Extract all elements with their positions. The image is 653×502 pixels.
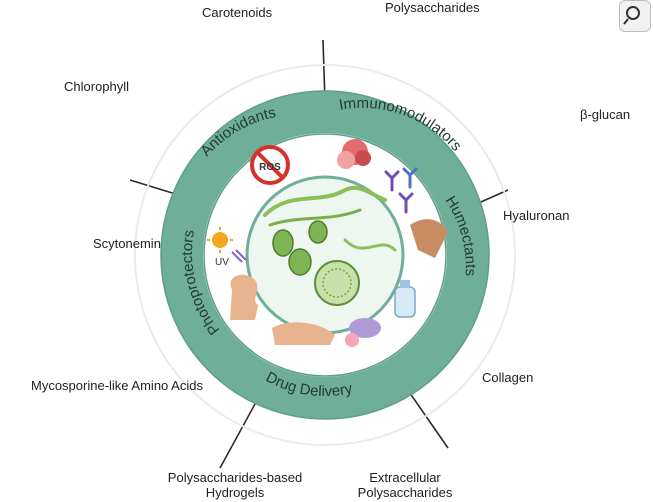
filament-3 <box>343 238 397 252</box>
magnifier-icon <box>623 6 640 25</box>
algae-cell-1 <box>272 229 294 257</box>
label-hydrogels-line1: Polysaccharides-based <box>167 470 303 485</box>
face-profile-icon <box>230 274 258 320</box>
zoom-button[interactable] <box>619 0 651 32</box>
capsule-icon <box>349 318 381 338</box>
algae-cell-3 <box>288 248 312 276</box>
ros-text: ROS <box>259 162 281 173</box>
label-hydrogels: Polysaccharides-based Hydrogels <box>150 470 320 500</box>
sun-icon <box>212 232 228 248</box>
antibody-3 <box>398 192 414 214</box>
label-chlorophyll: Chlorophyll <box>64 79 130 94</box>
pill-icon <box>345 333 359 347</box>
uv-badge: UV <box>207 227 247 268</box>
label-extracellular: Extracellular Polysaccharides <box>345 470 465 500</box>
label-extracellular-line2: Polysaccharides <box>357 485 453 500</box>
ring-inner-edge <box>203 133 447 377</box>
antibody-2 <box>402 167 418 189</box>
label-polysaccharides: Polysaccharides <box>385 0 480 15</box>
antibody-icons <box>384 167 418 214</box>
immune-cells-icon <box>337 139 371 169</box>
label-scytonemin: Scytonemin <box>93 236 161 251</box>
ros-badge: ROS <box>250 145 290 185</box>
label-hyaluronan: Hyaluronan <box>503 208 570 223</box>
outer-ring-outline <box>134 64 516 446</box>
filament-1 <box>263 185 387 217</box>
uv-rays-icon <box>231 249 247 263</box>
microalgae-cells <box>263 185 397 306</box>
label-collagen: Collagen <box>482 370 534 385</box>
ros-slash <box>255 150 285 180</box>
antibody-1 <box>384 170 400 192</box>
immune-cell-2 <box>337 151 355 169</box>
label-carotenoids: Carotenoids <box>202 5 273 20</box>
bottle-cap-icon <box>400 280 410 288</box>
algae-colony <box>314 260 360 306</box>
immune-cell-3 <box>355 150 371 166</box>
filament-2 <box>268 208 362 227</box>
algae-cell-2 <box>308 220 328 244</box>
label-beta-glucan: β-glucan <box>580 107 631 122</box>
label-mycosporine: Mycosporine-like Amino Acids <box>31 378 203 393</box>
microalgae-center <box>245 175 405 335</box>
label-hydrogels-line2: Hydrogels <box>205 485 265 500</box>
hand-icon <box>410 219 448 258</box>
algae-colony-inner <box>322 268 352 298</box>
bottle-icon <box>394 286 416 318</box>
uv-text: UV <box>215 257 229 268</box>
label-extracellular-line1: Extracellular <box>369 470 441 485</box>
sun-rays <box>207 227 233 253</box>
ring-outer-edge <box>160 90 490 420</box>
arm-icon <box>272 322 335 345</box>
